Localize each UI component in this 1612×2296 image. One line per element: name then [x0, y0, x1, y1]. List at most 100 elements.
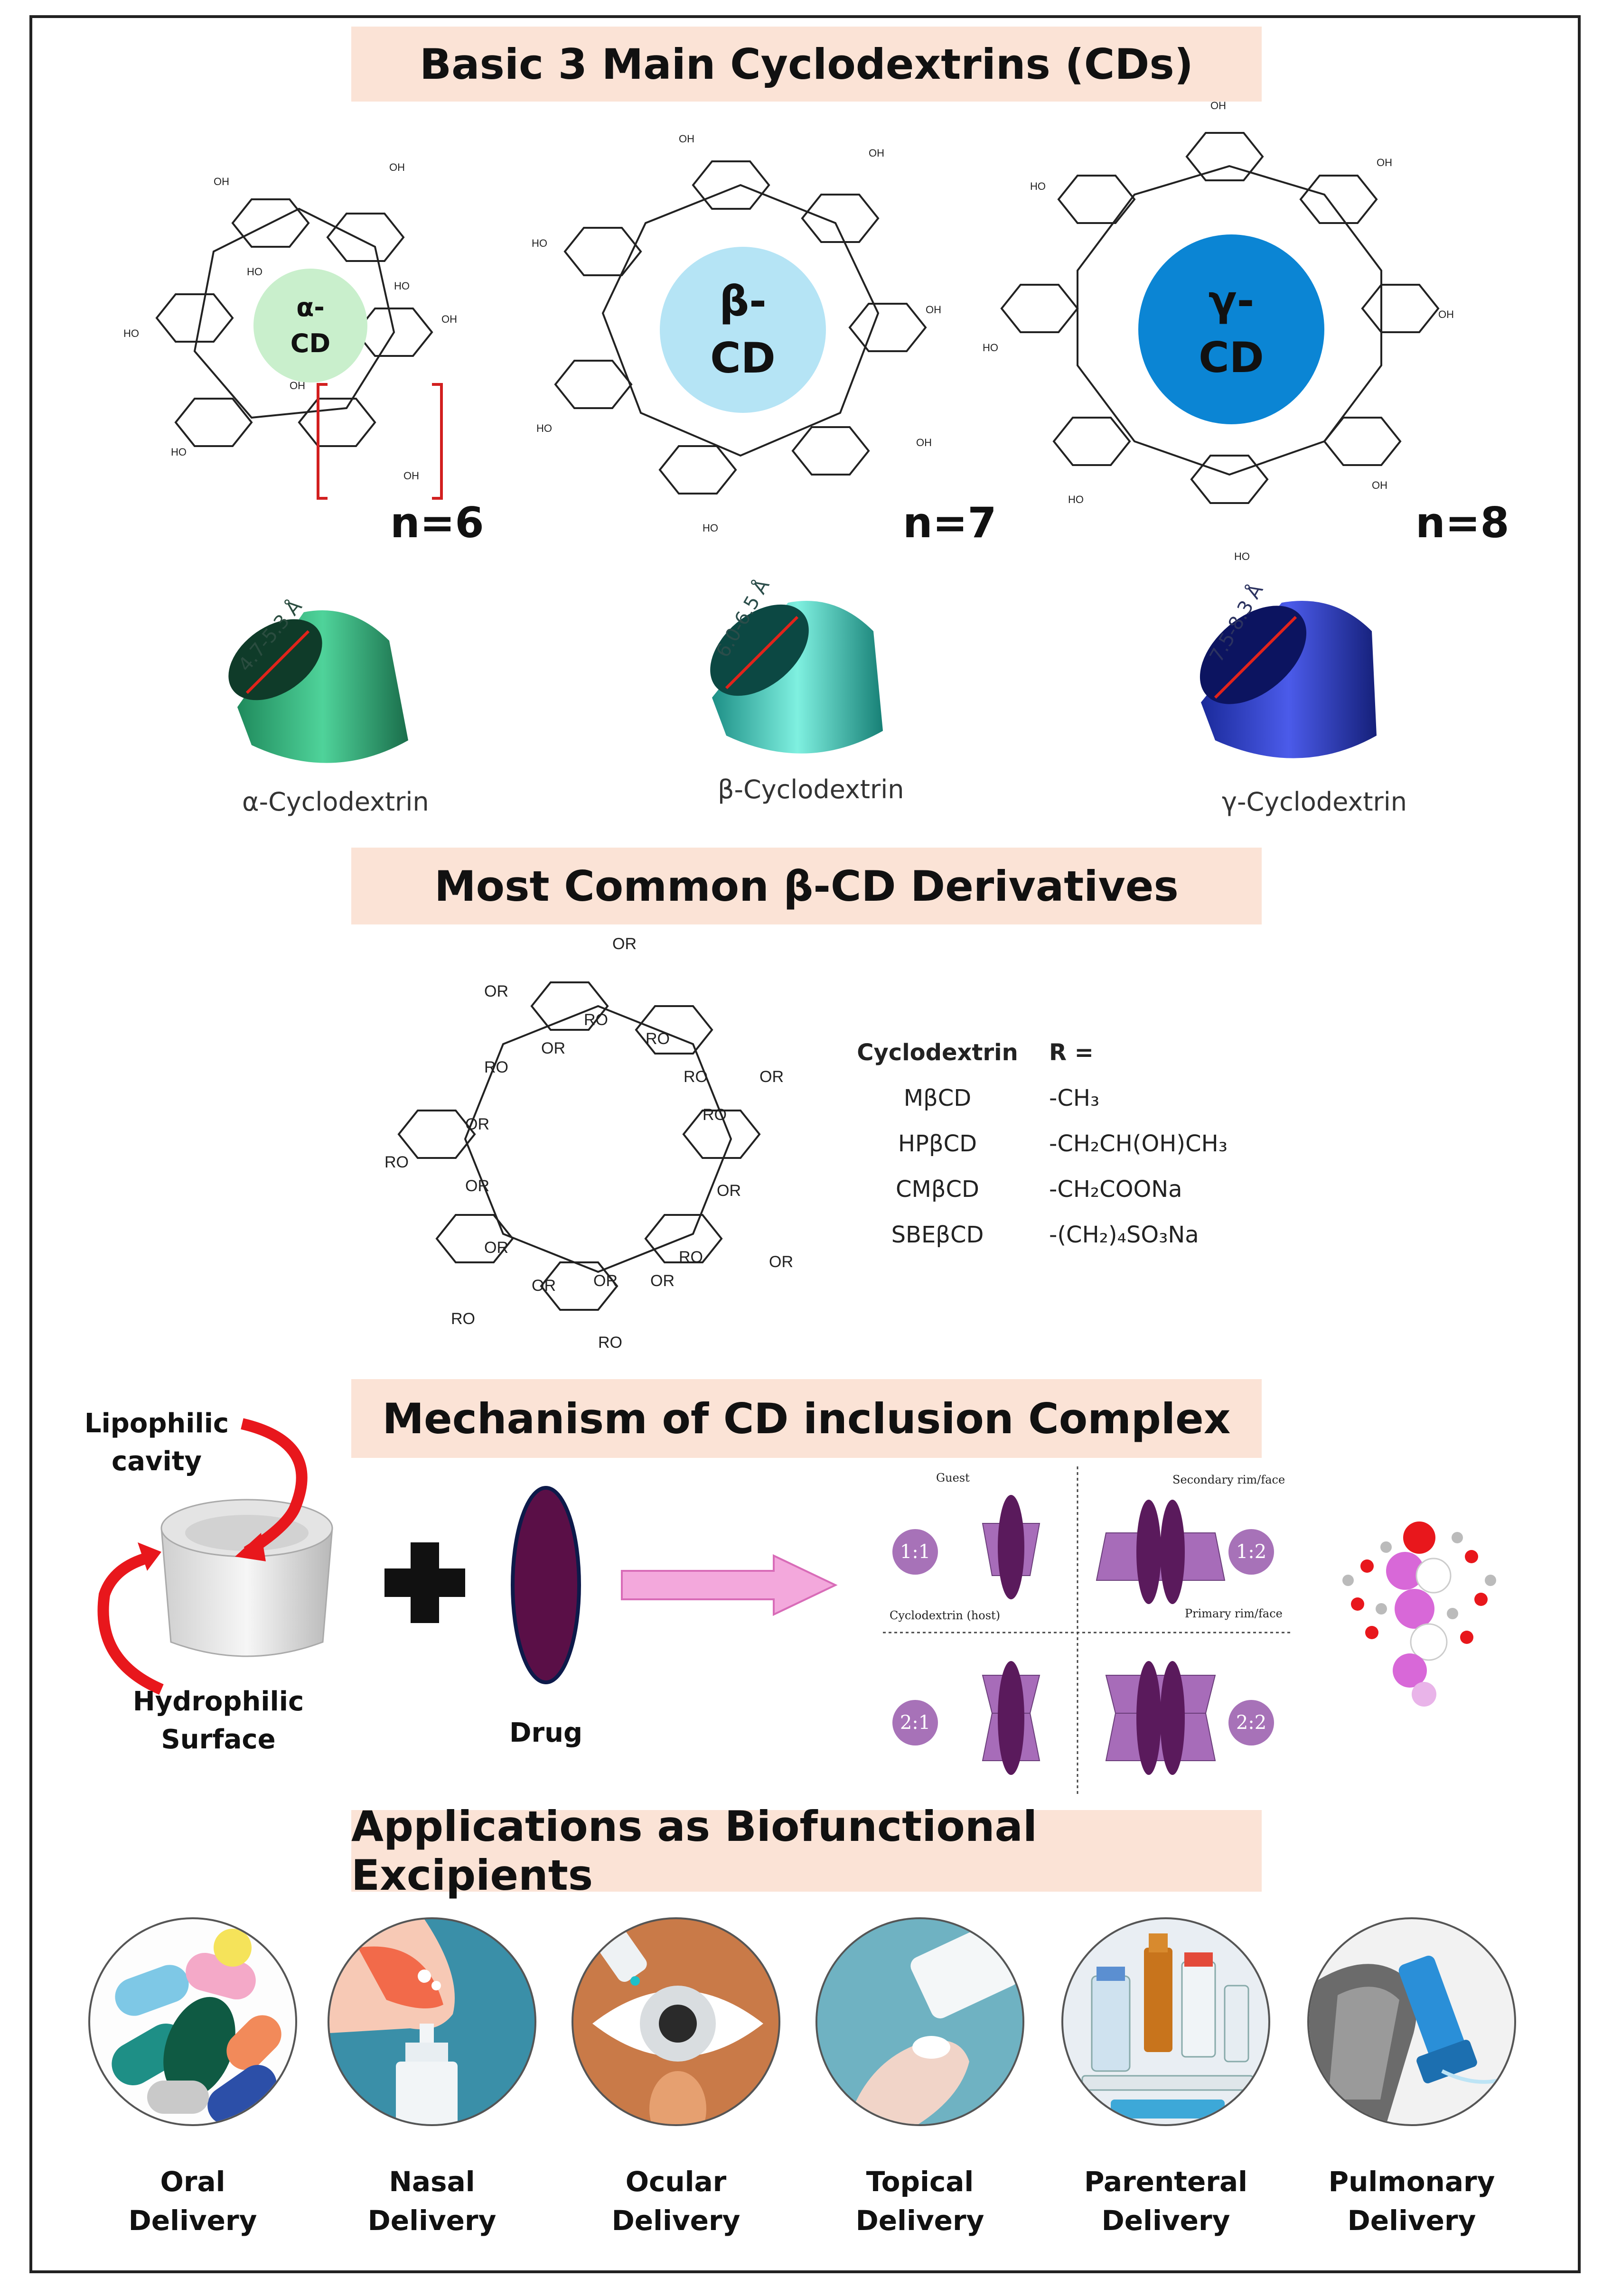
svg-text:OR: OR [484, 1239, 508, 1257]
parenteral-line1: Parenteral [1084, 2165, 1247, 2198]
svg-text:RO: RO [584, 1011, 608, 1029]
table-cell-name: MβCD [903, 1085, 972, 1111]
table-cell-r: -CH₃ [1049, 1085, 1100, 1111]
svg-text:OH: OH [1210, 100, 1226, 112]
svg-text:RO: RO [484, 1058, 508, 1076]
gamma-n-label: n=8 [1415, 498, 1509, 547]
svg-text:HO: HO [123, 327, 139, 339]
svg-text:OH: OH [1438, 308, 1454, 320]
pulmonary-delivery-label: Pulmonary Delivery [1307, 2162, 1516, 2240]
ocular-delivery-label: Ocular Delivery [572, 2162, 780, 2240]
svg-text:OR: OR [593, 1272, 618, 1290]
inhaler-icon [1309, 1955, 1514, 2124]
beta-cavity-label-2: CD [710, 334, 776, 383]
svg-text:RO: RO [646, 1030, 670, 1048]
table-row: MβCD -CH₃ [845, 1075, 1286, 1121]
nasal-line1: Nasal [389, 2165, 475, 2198]
svg-text:RO: RO [451, 1310, 475, 1328]
beta-cd-cavity: β- CD [660, 247, 826, 413]
stoichiometry-panel [883, 1466, 1291, 1794]
svg-text:OR: OR [532, 1277, 556, 1295]
svg-text:OR: OR [769, 1253, 793, 1271]
ocular-delivery-circle [572, 1917, 780, 2126]
primary-rim-label: Primary rim/face [1185, 1607, 1283, 1620]
cream-icon [817, 1919, 1022, 2124]
table-header-row: Cyclodextrin R = [845, 1030, 1286, 1075]
svg-text:OR: OR [541, 1039, 565, 1057]
topical-delivery-circle [815, 1917, 1024, 2126]
svg-text:OH: OH [214, 176, 229, 187]
nasal-delivery-circle [328, 1917, 536, 2126]
pulmonary-delivery-circle [1307, 1917, 1516, 2126]
gamma-cone-name: γ-Cyclodextrin [1222, 787, 1407, 817]
beta-cone-name: β-Cyclodextrin [718, 775, 904, 804]
ratio-1-2: 1:2 [1228, 1529, 1274, 1575]
alpha-cavity-label-2: CD [290, 328, 331, 358]
gamma-cavity-label-2: CD [1199, 333, 1264, 382]
beta-cone-model: 6.0-6.5 Å [710, 575, 883, 754]
svg-text:OH: OH [1377, 157, 1392, 168]
svg-text:HO: HO [1068, 494, 1084, 505]
nasal-delivery-label: Nasal Delivery [328, 2162, 536, 2240]
gamma-cd-cavity: γ- CD [1138, 234, 1324, 424]
ocular-line1: Ocular [625, 2165, 727, 2198]
hydrophilic-surface-label: Hydrophilic Surface [119, 1683, 318, 1759]
ratio-1-1: 1:1 [892, 1529, 938, 1575]
section-title-basic: Basic 3 Main Cyclodextrins (CDs) [420, 39, 1193, 89]
derivatives-table: Cyclodextrin R = MβCD -CH₃ HPβCD -CH₂CH(… [845, 1030, 1286, 1258]
oral-delivery-circle [88, 1917, 297, 2126]
hydrophilic-line2: Surface [161, 1724, 276, 1755]
alpha-cavity-label-1: α- [296, 292, 325, 322]
table-row: HPβCD -CH₂CH(OH)CH₃ [845, 1121, 1286, 1167]
svg-text:HO: HO [532, 237, 547, 249]
svg-text:HO: HO [1234, 551, 1250, 562]
table-header-cyclodextrin: Cyclodextrin [857, 1039, 1018, 1066]
figure-frame [29, 15, 1581, 2273]
eye-drop-icon [590, 1919, 763, 2124]
svg-text:OR: OR [465, 1177, 489, 1195]
oral-line1: Oral [160, 2165, 225, 2198]
svg-text:OH: OH [679, 133, 694, 145]
svg-text:OR: OR [465, 1115, 489, 1133]
table-cell-r: -CH₂CH(OH)CH₃ [1049, 1130, 1228, 1157]
section-banner-basic: Basic 3 Main Cyclodextrins (CDs) [351, 27, 1262, 102]
lipophilic-line1: Lipophilic [84, 1408, 229, 1439]
table-header-r: R = [1049, 1039, 1094, 1066]
section-banner-mechanism: Mechanism of CD inclusion Complex [351, 1379, 1262, 1458]
svg-text:OR: OR [650, 1272, 675, 1290]
gamma-cd-structure: OH HO OH HO OH HO OH HO [983, 100, 1454, 562]
svg-text:OR: OR [759, 1068, 784, 1086]
alpha-cone-name: α-Cyclodextrin [242, 787, 429, 817]
svg-text:RO: RO [684, 1068, 708, 1086]
svg-text:OH: OH [1372, 479, 1387, 491]
table-cell-name: SBEβCD [891, 1222, 984, 1248]
table-row: CMβCD -CH₂COONa [845, 1167, 1286, 1212]
beta-cd-structure: OH OH HO OH HO OH HO HO [532, 133, 941, 534]
parenteral-delivery-label: Parenteral Delivery [1061, 2162, 1270, 2240]
drug-label: Drug [509, 1717, 583, 1748]
guest-label: Guest [936, 1471, 970, 1484]
pulmonary-line1: Pulmonary [1328, 2165, 1495, 2198]
reaction-arrow [621, 1554, 838, 1616]
svg-text:RO: RO [598, 1334, 622, 1352]
plus-icon [384, 1542, 465, 1623]
svg-text:HO: HO [171, 446, 187, 458]
svg-text:HO: HO [394, 280, 410, 292]
svg-text:OR: OR [612, 935, 637, 953]
table-cell-r: -(CH₂)₄SO₃Na [1049, 1222, 1199, 1248]
table-cell-name: HPβCD [898, 1130, 977, 1157]
svg-text:OH: OH [403, 470, 419, 482]
topical-line1: Topical [866, 2165, 974, 2198]
cd-ring-diagram [97, 1418, 333, 1695]
svg-text:RO: RO [384, 1153, 409, 1171]
section-title-applications: Applications as Biofunctional Excipients [351, 1802, 1038, 1900]
svg-text:HO: HO [536, 422, 552, 434]
ratio-2-1: 2:1 [892, 1700, 938, 1745]
pills-icon [112, 1929, 281, 2124]
lipophilic-cavity-label: Lipophilic cavity [71, 1405, 242, 1481]
table-row: SBEβCD -(CH₂)₄SO₃Na [845, 1212, 1286, 1258]
svg-text:OR: OR [484, 982, 508, 1000]
section-banner-derivatives: Most Common β-CD Derivatives [351, 848, 1262, 924]
lipophilic-line2: cavity [112, 1446, 202, 1477]
svg-text:OH: OH [441, 313, 457, 325]
